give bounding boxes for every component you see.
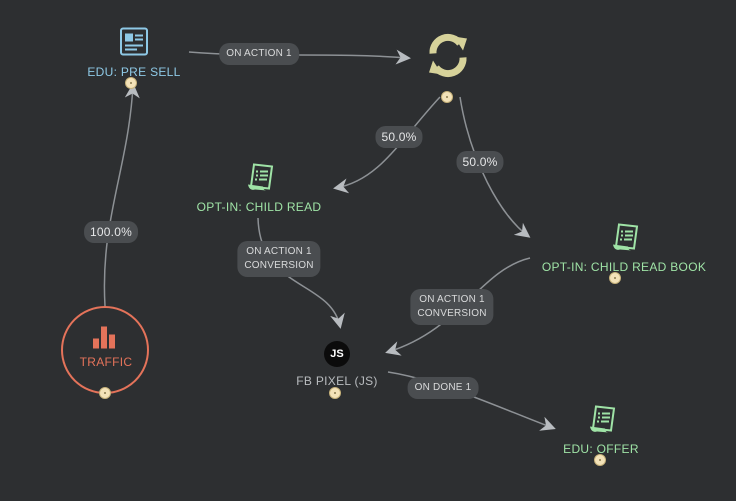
edge-label-on-action-1[interactable]: ON ACTION 1: [219, 43, 299, 65]
edge-label-split-child-read-book[interactable]: 50.0%: [456, 151, 504, 173]
edge-label-book-pixel[interactable]: ON ACTION 1 CONVERSION: [410, 289, 494, 325]
edge-label-line: ON ACTION 1: [419, 294, 485, 305]
port-offer[interactable]: [594, 454, 606, 466]
edge-label-line: CONVERSION: [244, 260, 314, 271]
refresh-icon[interactable]: [423, 31, 473, 86]
edge-child-read-to-pixel[interactable]: [257, 217, 345, 329]
node-label-traffic: TRAFFIC: [79, 355, 133, 369]
node-label-pre-sell: EDU: PRE SELL: [87, 65, 181, 79]
edge-label-pixel-offer[interactable]: ON DONE 1: [407, 377, 479, 399]
js-icon[interactable]: JS: [324, 341, 350, 367]
edge-label-split-child-read[interactable]: 50.0%: [375, 126, 423, 148]
edge-label-traffic-presell[interactable]: 100.0%: [84, 221, 138, 243]
port-fb-pixel[interactable]: [329, 387, 341, 399]
node-label-fb-pixel: FB PIXEL (JS): [296, 374, 378, 388]
edge-split-to-child-read-book[interactable]: [459, 96, 531, 238]
node-label-offer: EDU: OFFER: [563, 442, 639, 456]
edge-label-line: CONVERSION: [417, 308, 487, 319]
port-traffic[interactable]: [99, 387, 111, 399]
node-label-child-read: OPT-IN: CHILD READ: [196, 200, 322, 214]
port-pre-sell[interactable]: [125, 77, 137, 89]
edge-label-child-read-pixel[interactable]: ON ACTION 1 CONVERSION: [237, 241, 321, 277]
port-split[interactable]: [441, 91, 453, 103]
node-label-child-read-book: OPT-IN: CHILD READ BOOK: [541, 260, 707, 274]
form-icon[interactable]: [610, 223, 640, 258]
bar-chart-icon: [93, 326, 117, 354]
form-icon[interactable]: [587, 405, 617, 440]
form-icon[interactable]: [245, 163, 275, 198]
edge-label-line: ON ACTION 1: [246, 246, 312, 257]
article-icon[interactable]: [120, 27, 148, 61]
port-child-read-book[interactable]: [609, 272, 621, 284]
edge-traffic-to-presell[interactable]: [103, 83, 140, 307]
edge-split-to-child-read[interactable]: [333, 96, 441, 194]
